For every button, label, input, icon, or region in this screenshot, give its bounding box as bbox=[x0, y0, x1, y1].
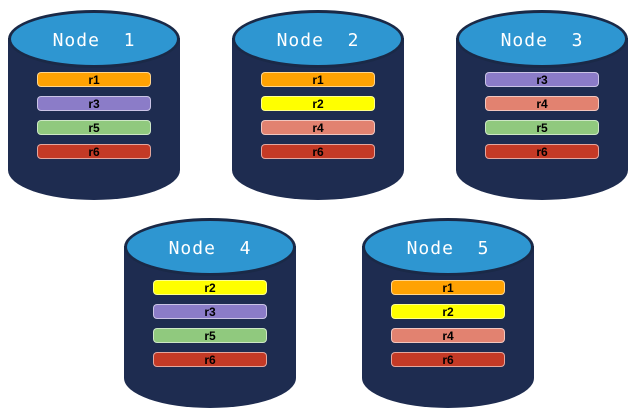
record-bar: r6 bbox=[485, 144, 599, 159]
record-label: r4 bbox=[442, 328, 454, 343]
db-node: Node 3 r3 r4 r5 r6 bbox=[456, 10, 628, 200]
record-bar: r4 bbox=[485, 96, 599, 111]
record-label: r5 bbox=[204, 328, 216, 343]
cylinder-top: Node 1 bbox=[8, 10, 180, 68]
cylinder-top: Node 2 bbox=[232, 10, 404, 68]
record-label: r1 bbox=[88, 72, 100, 87]
node-label: Node 4 bbox=[168, 237, 252, 259]
record-bar: r2 bbox=[153, 280, 267, 295]
record-list: r1 r3 r5 r6 bbox=[8, 72, 180, 159]
record-label: r2 bbox=[204, 280, 216, 295]
record-label: r5 bbox=[88, 120, 100, 135]
node-row-bottom: Node 4 r2 r3 r5 r6 Node 5 r1 r2 r4 r6 bbox=[124, 218, 534, 408]
record-label: r1 bbox=[312, 72, 324, 87]
record-label: r2 bbox=[442, 304, 454, 319]
record-bar: r6 bbox=[153, 352, 267, 367]
record-list: r1 r2 r4 r6 bbox=[362, 280, 534, 367]
record-label: r4 bbox=[312, 120, 324, 135]
record-bar: r3 bbox=[485, 72, 599, 87]
db-node: Node 1 r1 r3 r5 r6 bbox=[8, 10, 180, 200]
record-bar: r5 bbox=[37, 120, 151, 135]
record-label: r1 bbox=[442, 280, 454, 295]
record-bar: r4 bbox=[261, 120, 375, 135]
record-bar: r3 bbox=[153, 304, 267, 319]
record-list: r3 r4 r5 r6 bbox=[456, 72, 628, 159]
node-label: Node 5 bbox=[406, 237, 490, 259]
record-label: r6 bbox=[204, 352, 216, 367]
record-label: r3 bbox=[536, 72, 548, 87]
cylinder-top: Node 5 bbox=[362, 218, 534, 276]
node-label: Node 2 bbox=[276, 29, 360, 51]
record-label: r6 bbox=[88, 144, 100, 159]
record-bar: r5 bbox=[485, 120, 599, 135]
record-bar: r5 bbox=[153, 328, 267, 343]
record-bar: r2 bbox=[261, 96, 375, 111]
record-bar: r3 bbox=[37, 96, 151, 111]
db-node: Node 2 r1 r2 r4 r6 bbox=[232, 10, 404, 200]
record-bar: r6 bbox=[261, 144, 375, 159]
record-list: r1 r2 r4 r6 bbox=[232, 72, 404, 159]
db-node: Node 4 r2 r3 r5 r6 bbox=[124, 218, 296, 408]
record-list: r2 r3 r5 r6 bbox=[124, 280, 296, 367]
record-bar: r1 bbox=[37, 72, 151, 87]
node-label: Node 3 bbox=[500, 29, 584, 51]
record-label: r6 bbox=[442, 352, 454, 367]
record-bar: r4 bbox=[391, 328, 505, 343]
record-bar: r6 bbox=[391, 352, 505, 367]
record-bar: r1 bbox=[261, 72, 375, 87]
record-label: r3 bbox=[204, 304, 216, 319]
node-row-top: Node 1 r1 r3 r5 r6 Node 2 r1 r2 r4 r6 Node 3 r… bbox=[8, 10, 628, 200]
record-label: r4 bbox=[536, 96, 548, 111]
record-bar: r1 bbox=[391, 280, 505, 295]
record-label: r2 bbox=[312, 96, 324, 111]
cylinder-top: Node 4 bbox=[124, 218, 296, 276]
record-label: r6 bbox=[312, 144, 324, 159]
cylinder-top: Node 3 bbox=[456, 10, 628, 68]
record-label: r3 bbox=[88, 96, 100, 111]
record-bar: r2 bbox=[391, 304, 505, 319]
record-label: r5 bbox=[536, 120, 548, 135]
record-bar: r6 bbox=[37, 144, 151, 159]
node-label: Node 1 bbox=[52, 29, 136, 51]
db-node: Node 5 r1 r2 r4 r6 bbox=[362, 218, 534, 408]
record-label: r6 bbox=[536, 144, 548, 159]
